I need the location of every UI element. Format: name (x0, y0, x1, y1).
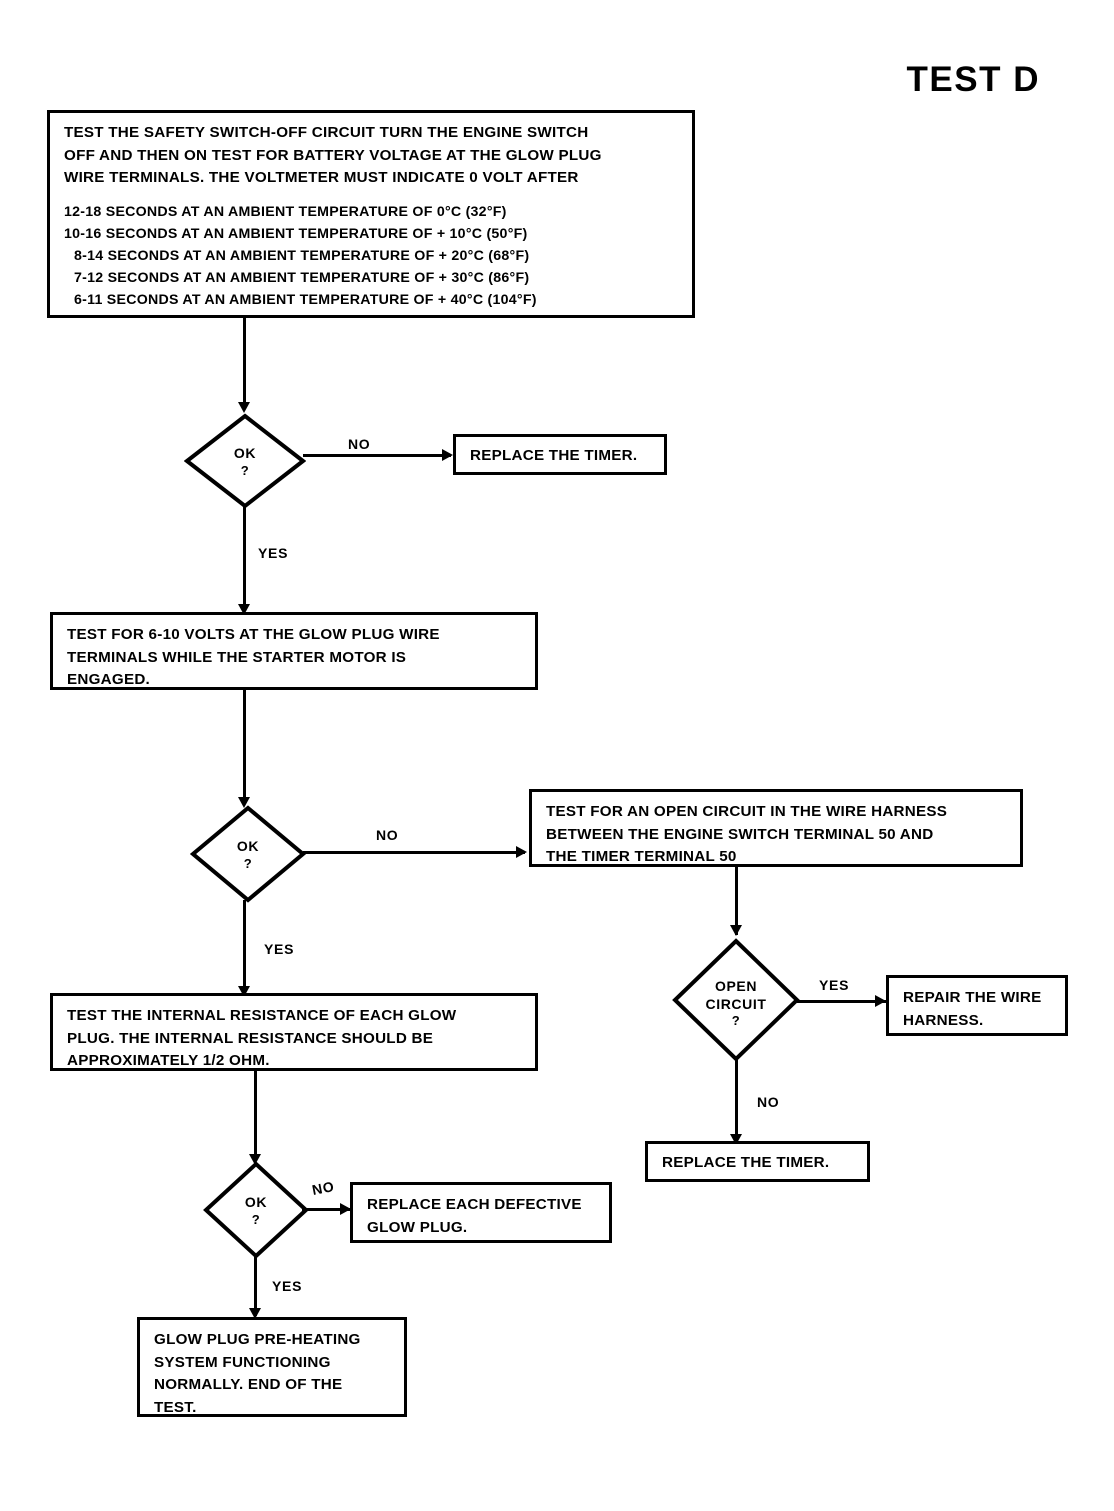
decision-node-ok-2: OK ? (190, 805, 306, 903)
arrowhead-decision1-no (442, 449, 453, 461)
edge-label-decision1-no: NO (348, 436, 371, 452)
process-box-intro: TEST THE SAFETY SWITCH-OFF CIRCUIT TURN … (47, 110, 695, 318)
intro-line-3: WIRE TERMINALS. THE VOLTMETER MUST INDIC… (64, 169, 579, 186)
timing-row-1: 10-16 SECONDS AT AN AMBIENT TEMPERATURE … (64, 225, 528, 242)
arrowhead-decisionopen-no (730, 1134, 742, 1145)
edge-label-decision2-yes: YES (264, 941, 295, 957)
test-resistance-line-3: APPROXIMATELY 1/2 OHM. (67, 1052, 270, 1069)
test-volts-line-1: TEST FOR 6-10 VOLTS AT THE GLOW PLUG WIR… (67, 626, 440, 643)
arrowhead-testvolts-to-decision2 (238, 797, 250, 808)
edge-label-decisionopen-no: NO (757, 1094, 780, 1110)
arrowhead-decisionopen-yes (875, 995, 886, 1007)
edge-label-decision2-no: NO (376, 827, 399, 843)
connector-resistance-to-decision3 (254, 1071, 257, 1159)
test-volts-line-3: ENGAGED. (67, 671, 151, 688)
process-box-end-of-test: GLOW PLUG PRE-HEATING SYSTEM FUNCTIONING… (137, 1317, 407, 1417)
replace-timer-1-line-1: REPLACE THE TIMER. (470, 447, 638, 464)
arrowhead-decision3-yes (249, 1308, 261, 1319)
intro-line-1: TEST THE SAFETY SWITCH-OFF CIRCUIT TURN … (64, 124, 589, 141)
arrowhead-intro-to-decision1 (238, 402, 250, 413)
timing-row-4: 6-11 SECONDS AT AN AMBIENT TEMPERATURE O… (74, 292, 537, 309)
arrowhead-openbox-to-decisionopen (730, 925, 742, 936)
test-volts-line-2: TERMINALS WHILE THE STARTER MOTOR IS (67, 648, 407, 666)
replace-timer-2-line-1: REPLACE THE TIMER. (662, 1154, 830, 1171)
decision-node-ok-3: OK ? (203, 1161, 309, 1259)
connector-decision2-no (303, 851, 525, 854)
diamond-shape (184, 413, 306, 509)
timing-row-3: 7-12 SECONDS AT AN AMBIENT TEMPERATURE O… (74, 269, 530, 286)
repair-harness-line-2: HARNESS. (903, 1011, 984, 1029)
arrowhead-resistance-to-decision3 (249, 1154, 261, 1165)
arrowhead-decision3-no (340, 1203, 351, 1215)
edge-label-decision3-yes: YES (272, 1278, 303, 1294)
connector-decision1-no (303, 454, 451, 457)
test-open-circuit-line-3: THE TIMER TERMINAL 50 (546, 848, 737, 865)
process-box-replace-timer-1: REPLACE THE TIMER. (453, 434, 667, 475)
edge-label-decision1-yes: YES (258, 545, 289, 561)
test-open-circuit-line-1: TEST FOR AN OPEN CIRCUIT IN THE WIRE HAR… (546, 803, 948, 820)
connector-decisionopen-yes (797, 1000, 887, 1003)
connector-decision3-no (302, 1208, 350, 1211)
process-box-test-open-circuit: TEST FOR AN OPEN CIRCUIT IN THE WIRE HAR… (529, 789, 1023, 867)
process-box-replace-timer-2: REPLACE THE TIMER. (645, 1141, 870, 1182)
process-box-test-volts: TEST FOR 6-10 VOLTS AT THE GLOW PLUG WIR… (50, 612, 538, 690)
arrowhead-decision2-yes (238, 986, 250, 997)
connector-decision3-yes (254, 1256, 257, 1316)
end-line-1: GLOW PLUG PRE-HEATING (154, 1331, 361, 1348)
process-box-replace-glow-plug: REPLACE EACH DEFECTIVE GLOW PLUG. (350, 1182, 612, 1243)
arrowhead-decision1-yes (238, 604, 250, 615)
end-line-2: SYSTEM FUNCTIONING (154, 1353, 331, 1371)
diamond-shape (190, 805, 306, 903)
test-resistance-line-2: PLUG. THE INTERNAL RESISTANCE SHOULD BE (67, 1029, 434, 1047)
arrowhead-decision2-no (516, 846, 527, 858)
connector-openbox-to-decisionopen (735, 867, 738, 935)
process-box-repair-harness: REPAIR THE WIRE HARNESS. (886, 975, 1068, 1036)
edge-label-decisionopen-yes: YES (819, 977, 850, 993)
edge-label-decision3-no: NO (310, 1178, 336, 1198)
replace-glow-plug-line-1: REPLACE EACH DEFECTIVE (367, 1196, 582, 1213)
page-title: TEST D (906, 60, 1040, 99)
connector-decision2-yes (243, 900, 246, 996)
diamond-shape (203, 1161, 309, 1259)
test-open-circuit-line-2: BETWEEN THE ENGINE SWITCH TERMINAL 50 AN… (546, 825, 934, 843)
diamond-shape (672, 938, 800, 1062)
connector-intro-to-decision1 (243, 318, 246, 406)
intro-spacer (64, 190, 680, 201)
decision-node-ok-1: OK ? (184, 413, 306, 509)
replace-glow-plug-line-2: GLOW PLUG. (367, 1218, 468, 1236)
test-resistance-line-1: TEST THE INTERNAL RESISTANCE OF EACH GLO… (67, 1007, 457, 1024)
connector-decisionopen-no (735, 1060, 738, 1140)
timing-row-0: 12-18 SECONDS AT AN AMBIENT TEMPERATURE … (64, 203, 507, 220)
intro-line-2: OFF AND THEN ON TEST FOR BATTERY VOLTAGE… (64, 146, 602, 164)
end-line-3: NORMALLY. END OF THE (154, 1376, 343, 1393)
repair-harness-line-1: REPAIR THE WIRE (903, 989, 1042, 1006)
end-line-4: TEST. (154, 1398, 197, 1416)
timing-row-2: 8-14 SECONDS AT AN AMBIENT TEMPERATURE O… (74, 247, 530, 264)
decision-node-open-circuit: OPEN CIRCUIT ? (672, 938, 800, 1062)
connector-decision1-yes (243, 506, 246, 610)
connector-testvolts-to-decision2 (243, 690, 246, 802)
process-box-test-resistance: TEST THE INTERNAL RESISTANCE OF EACH GLO… (50, 993, 538, 1071)
